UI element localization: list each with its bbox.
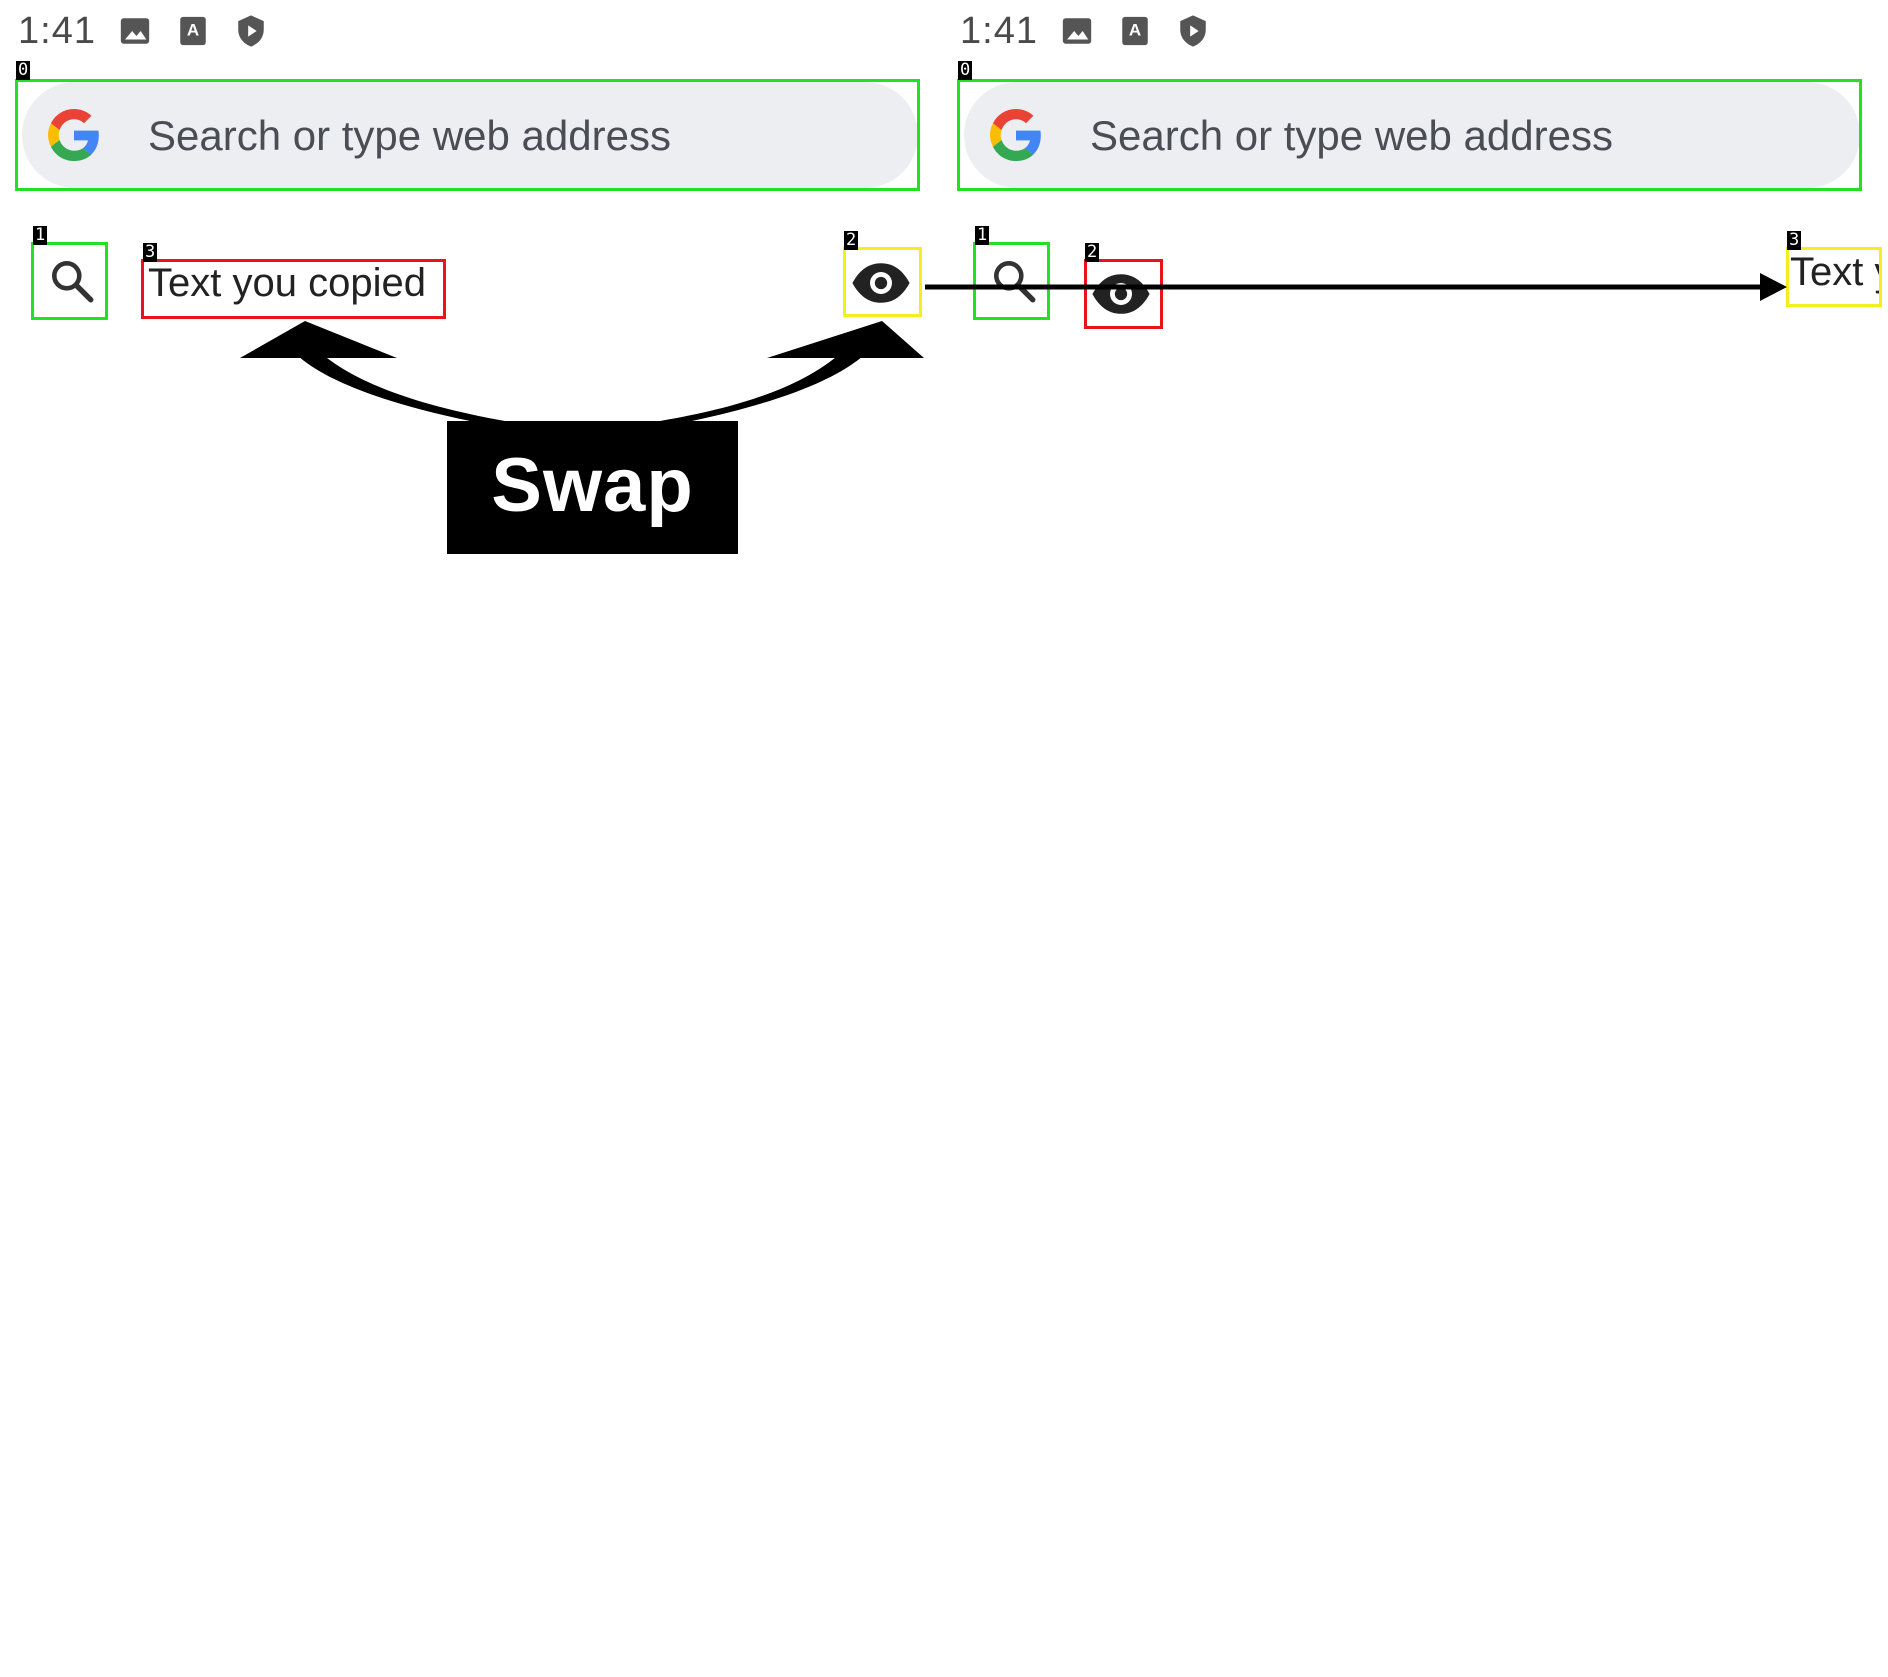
annotation-box-3 xyxy=(141,259,446,319)
annotation-label-2: 2 xyxy=(1085,242,1100,262)
annotation-label-2: 2 xyxy=(844,230,859,250)
text-recognition-icon: A xyxy=(1122,16,1148,46)
annotation-label-0: 0 xyxy=(958,60,973,80)
annotation-box-2 xyxy=(843,247,922,317)
status-time: 1:41 xyxy=(18,10,96,52)
shield-play-icon xyxy=(238,15,264,47)
panel-after: 1:41 A Search or type web address 0 1 2 … xyxy=(942,0,1882,360)
annotation-label-3: 3 xyxy=(1787,230,1802,250)
panel-before: 1:41 A Search or type web address 0 1 Te… xyxy=(0,0,940,360)
status-time: 1:41 xyxy=(960,10,1038,52)
svg-text:A: A xyxy=(187,20,199,39)
swap-label: Swap xyxy=(491,443,694,528)
annotation-box-1 xyxy=(973,242,1050,320)
google-g-logo xyxy=(48,109,99,161)
annotation-box-2 xyxy=(1084,259,1163,329)
copied-text-suggestion[interactable]: Text you copied xyxy=(148,261,426,305)
google-g-logo xyxy=(990,109,1041,161)
annotation-label-1: 1 xyxy=(33,225,48,245)
swap-callout: Swap xyxy=(447,421,738,554)
search-bar[interactable]: Search or type web address xyxy=(964,82,1860,188)
annotation-label-1: 1 xyxy=(975,225,990,245)
eye-icon[interactable] xyxy=(850,261,912,305)
annotation-label-3: 3 xyxy=(143,242,158,262)
annotation-label-0: 0 xyxy=(16,60,31,80)
search-bar[interactable]: Search or type web address xyxy=(22,82,918,188)
shield-play-icon xyxy=(1180,15,1206,47)
image-icon xyxy=(1062,18,1092,44)
annotation-box-0 xyxy=(15,79,920,191)
image-icon xyxy=(120,18,150,44)
text-recognition-icon: A xyxy=(180,16,206,46)
search-icon[interactable] xyxy=(47,256,97,306)
annotation-box-1 xyxy=(31,242,108,320)
annotation-box-0 xyxy=(957,79,1862,191)
search-placeholder: Search or type web address xyxy=(148,112,671,159)
copied-text-suggestion[interactable]: Text y xyxy=(1790,250,1880,294)
annotation-box-3 xyxy=(1786,247,1882,307)
search-placeholder: Search or type web address xyxy=(1090,112,1613,159)
svg-text:A: A xyxy=(1129,20,1141,39)
